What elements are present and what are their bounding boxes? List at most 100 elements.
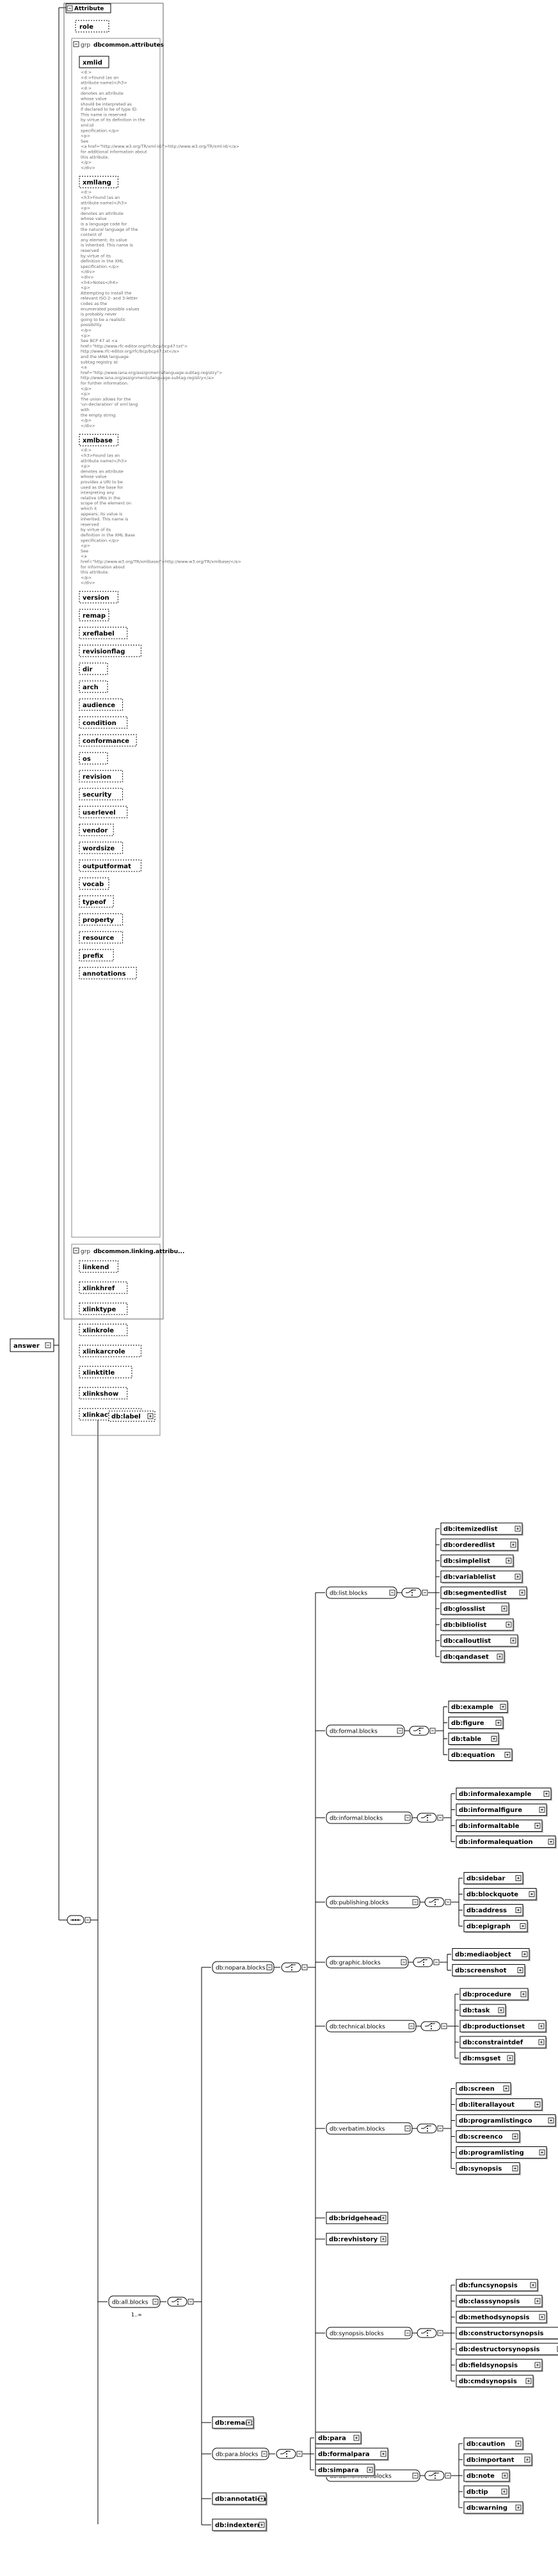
attributes-tab[interactable]: Attribute (65, 3, 111, 13)
group-nopara-blocks[interactable]: db:nopara.blocks (212, 1961, 275, 1974)
expand-icon[interactable] (539, 2150, 545, 2155)
attr-dir[interactable]: dir (79, 662, 108, 675)
collapse-icon[interactable] (429, 1728, 436, 1734)
element-screenco[interactable]: db:screenco (456, 2130, 521, 2144)
collapse-icon[interactable] (397, 1728, 403, 1734)
element-sidebar[interactable]: db:sidebar (463, 1872, 524, 1885)
expand-icon[interactable] (353, 2435, 360, 2441)
attr-xmllang[interactable]: xmllang (79, 176, 118, 189)
element-figure[interactable]: db:figure (448, 1717, 504, 1730)
group-synopsis-blocks[interactable]: db:synopsis.blocks (326, 2327, 413, 2339)
expand-icon[interactable] (538, 2039, 545, 2045)
element-cmdsynopsis[interactable]: db:cmdsynopsis (456, 2375, 534, 2388)
expand-icon[interactable] (534, 2102, 541, 2107)
collapse-icon[interactable] (73, 1247, 79, 1254)
expand-icon[interactable] (530, 2282, 536, 2288)
expand-icon[interactable] (543, 1791, 550, 1797)
element-destructorsynopsis[interactable]: db:destructorsynopsis (456, 2343, 558, 2356)
expand-icon[interactable] (501, 1605, 507, 1612)
element-informalequation[interactable]: db:informalequation (456, 1836, 557, 1849)
all-blocks-choice[interactable] (167, 2297, 194, 2307)
element-constructorsynopsis[interactable]: db:constructorsynopsis (456, 2327, 558, 2340)
expand-icon[interactable] (147, 1413, 154, 1419)
expand-icon[interactable] (502, 2472, 508, 2479)
group-informal-blocks-choice[interactable] (417, 1813, 443, 1823)
expand-icon[interactable] (510, 1542, 516, 1548)
element-itemizedlist[interactable]: db:itemizedlist (440, 1522, 523, 1536)
expand-icon[interactable] (519, 1589, 525, 1596)
element-literallayout[interactable]: db:literallayout (456, 2098, 543, 2112)
element-glosslist[interactable]: db:glosslist (440, 1602, 510, 1616)
element-bridgehead[interactable]: db:bridgehead (326, 2212, 388, 2224)
attr-userlevel[interactable]: userlevel (79, 806, 128, 818)
attr-xmlid[interactable]: xmlid (79, 56, 109, 68)
expand-icon[interactable] (514, 1526, 521, 1532)
attr-version[interactable]: version (79, 591, 118, 604)
attr-revisionflag[interactable]: revisionflag (79, 644, 141, 657)
group-verbatim-blocks-choice[interactable] (417, 2123, 443, 2134)
expand-icon[interactable] (517, 1967, 523, 1973)
collapse-icon[interactable] (445, 1899, 451, 1905)
collapse-icon[interactable] (445, 2472, 451, 2479)
attr-security[interactable]: security (79, 788, 124, 800)
element-classsynopsis[interactable]: db:classsynopsis (456, 2295, 543, 2308)
attr-xlinkrole[interactable]: xlinkrole (79, 1323, 128, 1336)
element-blockquote[interactable]: db:blockquote (463, 1888, 538, 1901)
expand-icon[interactable] (539, 1807, 545, 1813)
element-formalpara[interactable]: db:formalpara (315, 2447, 389, 2461)
collapse-icon[interactable] (389, 1589, 395, 1596)
collapse-icon[interactable] (67, 5, 73, 12)
element-procedure[interactable]: db:procedure (459, 1988, 529, 2001)
group-formal-blocks-choice[interactable] (409, 1726, 436, 1736)
collapse-icon[interactable] (412, 2472, 418, 2479)
attr-vocab[interactable]: vocab (79, 877, 109, 890)
collapse-icon[interactable] (45, 1342, 51, 1348)
element-important[interactable]: db:important (463, 2453, 533, 2467)
group-para-blocks[interactable]: db:para.blocks (212, 2447, 269, 2460)
expand-icon[interactable] (512, 2166, 518, 2171)
expand-icon[interactable] (548, 2118, 554, 2123)
expand-icon[interactable] (534, 2298, 541, 2304)
element-calloutlist[interactable]: db:calloutlist (440, 1634, 519, 1648)
collapse-icon[interactable] (296, 2451, 303, 2457)
element-segmentedlist[interactable]: db:segmentedlist (440, 1586, 528, 1600)
collapse-icon[interactable] (73, 41, 79, 47)
element-simpara[interactable]: db:simpara (315, 2463, 376, 2477)
attr-prefix[interactable]: prefix (79, 949, 114, 962)
element-informalexample[interactable]: db:informalexample (456, 1788, 552, 1801)
element-constraintdef[interactable]: db:constraintdef (459, 2036, 547, 2049)
attr-xlinktitle[interactable]: xlinktitle (79, 1366, 132, 1378)
expand-icon[interactable] (498, 2007, 504, 2013)
collapse-icon[interactable] (401, 1959, 407, 1965)
element-revhistory[interactable]: db:revhistory (326, 2233, 388, 2245)
element-label[interactable]: db:label (108, 1410, 155, 1422)
attr-linkend[interactable]: linkend (79, 1260, 118, 1273)
attr-os[interactable]: os (79, 752, 108, 765)
collapse-icon[interactable] (404, 2330, 411, 2336)
expand-icon[interactable] (515, 1907, 522, 1913)
expand-icon[interactable] (510, 1637, 516, 1644)
collapse-icon[interactable] (152, 2299, 159, 2305)
element-annotation[interactable]: db:annotation (212, 2492, 267, 2506)
element-tip[interactable]: db:tip (463, 2485, 510, 2499)
expand-icon[interactable] (380, 2451, 387, 2457)
root-sequence-compositor[interactable] (67, 1915, 91, 1925)
element-msgset[interactable]: db:msgset (459, 2052, 516, 2065)
attr-condition[interactable]: condition (79, 716, 128, 729)
element-qandaset[interactable]: db:qandaset (440, 1650, 506, 1664)
expand-icon[interactable] (259, 2522, 265, 2528)
expand-icon[interactable] (534, 1823, 541, 1829)
collapse-icon[interactable] (261, 2451, 267, 2457)
group-technical-blocks[interactable]: db:technical.blocks (326, 2020, 417, 2033)
expand-icon[interactable] (380, 2215, 387, 2221)
expand-icon[interactable] (500, 1704, 506, 1710)
element-table[interactable]: db:table (448, 1733, 500, 1746)
expand-icon[interactable] (497, 1653, 503, 1660)
collapse-icon[interactable] (437, 2330, 443, 2336)
attr-xlinktype[interactable]: xlinktype (79, 1302, 128, 1315)
element-methodsynopsis[interactable]: db:methodsynopsis (456, 2311, 548, 2324)
expand-icon[interactable] (501, 2488, 507, 2495)
attr-annotations[interactable]: annotations (79, 967, 137, 980)
group-publishing-blocks-choice[interactable] (424, 1897, 451, 1907)
